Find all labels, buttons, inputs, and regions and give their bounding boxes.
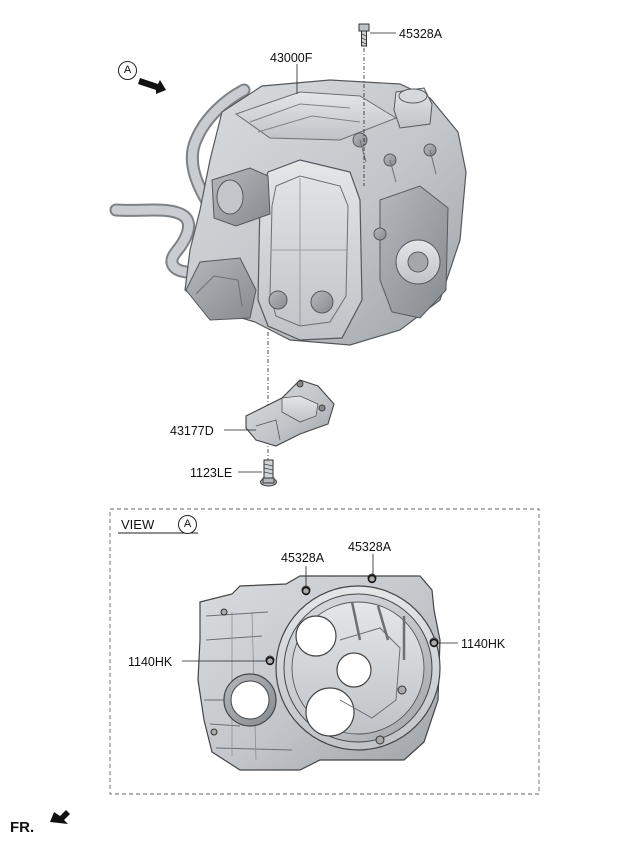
view-title-letter: A: [178, 515, 197, 534]
label-view-pin-left: 1140HK: [128, 655, 173, 669]
label-transaxle-43000f: 43000F: [270, 51, 313, 65]
bracket-43177d[interactable]: [245, 379, 335, 447]
label-bracket-43177d: 43177D: [170, 424, 214, 438]
hose-lower: [109, 203, 195, 279]
label-view-pin-right: 1140HK: [461, 637, 506, 651]
transaxle-assembly[interactable]: [109, 79, 467, 346]
label-view-bolt-left: 45328A: [281, 551, 325, 565]
view-title-word: VIEW: [121, 517, 155, 532]
marker-view-bolt-left[interactable]: [301, 586, 311, 596]
transaxle-case-view[interactable]: [197, 573, 441, 771]
label-view-bolt-right: 45328A: [348, 540, 392, 554]
front-arrow-icon: [50, 810, 70, 824]
marker-view-bolt-right[interactable]: [367, 574, 377, 584]
marker-view-pin-right[interactable]: [429, 638, 439, 648]
view-marker-a: A: [118, 61, 137, 80]
marker-view-pin-left[interactable]: [265, 656, 275, 666]
front-label: FR.: [10, 819, 35, 836]
label-bolt-1123le: 1123LE: [190, 466, 233, 480]
bolt-1123le[interactable]: [260, 459, 277, 487]
label-bolt-45328a: 45328A: [399, 27, 443, 41]
bolt-45328a[interactable]: [358, 23, 370, 47]
view-arrow-icon: [138, 78, 166, 94]
